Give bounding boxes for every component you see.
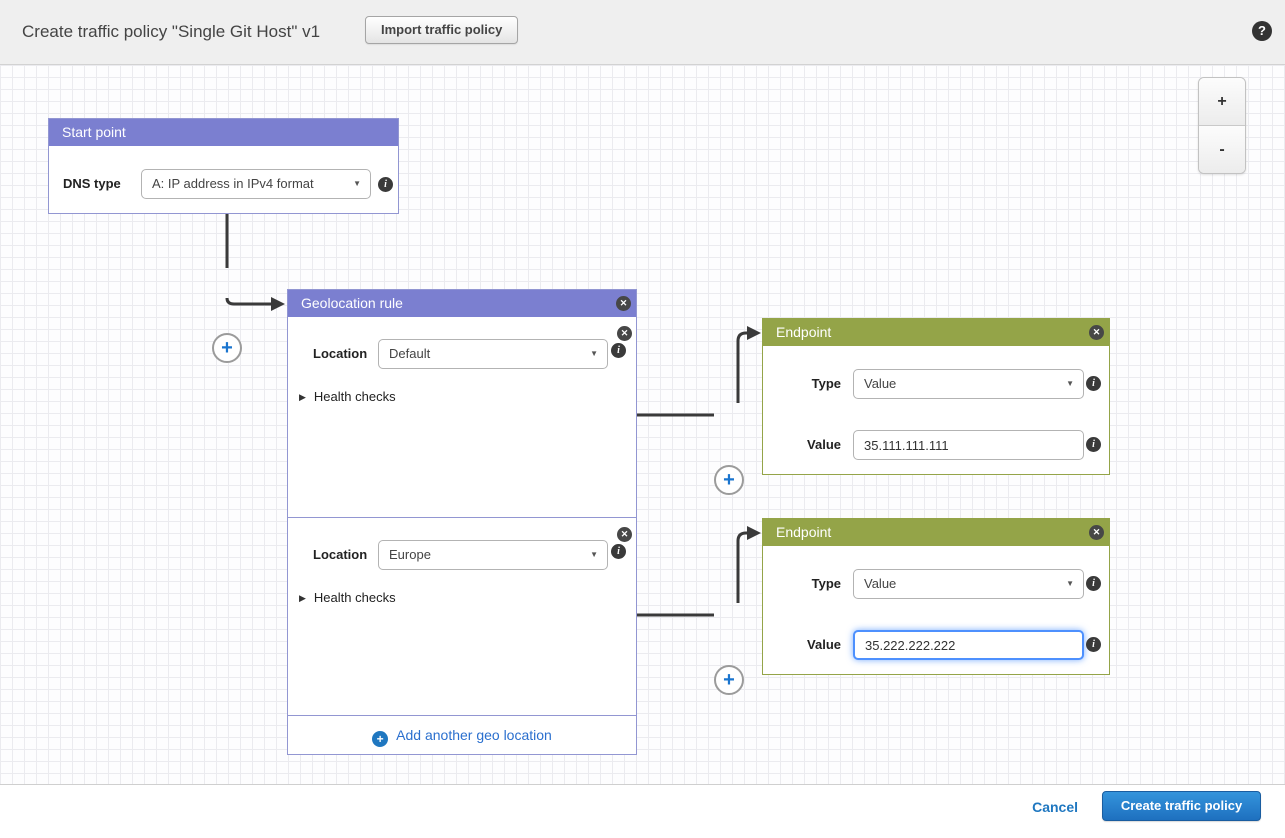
- location-value: Europe: [389, 547, 431, 562]
- value-info-icon[interactable]: i: [1086, 437, 1101, 452]
- top-bar: Create traffic policy "Single Git Host" …: [0, 0, 1285, 65]
- action-bar: Cancel Create traffic policy: [0, 786, 1285, 838]
- dns-type-info-icon[interactable]: i: [378, 177, 393, 192]
- add-rule-connector-button[interactable]: +: [212, 333, 242, 363]
- type-info-icon[interactable]: i: [1086, 576, 1101, 591]
- chevron-down-icon: ▼: [1066, 379, 1074, 388]
- chevron-down-icon: ▼: [353, 179, 361, 188]
- expander-arrow-icon: ▶: [299, 593, 306, 603]
- zoom-in-button[interactable]: +: [1199, 78, 1245, 126]
- import-traffic-policy-button[interactable]: Import traffic policy: [365, 16, 519, 44]
- endpoint-header: Endpoint ✕: [763, 319, 1109, 346]
- chevron-down-icon: ▼: [590, 550, 598, 559]
- location-info-icon[interactable]: i: [611, 343, 626, 358]
- expander-arrow-icon: ▶: [299, 392, 306, 402]
- endpoint-node-1: Endpoint ✕ Type Value ▼ i Value i: [762, 318, 1110, 475]
- endpoint-title: Endpoint: [776, 524, 832, 540]
- dns-type-select[interactable]: A: IP address in IPv4 format ▼: [141, 169, 371, 199]
- value-label: Value: [807, 637, 841, 652]
- health-checks-label: Health checks: [313, 389, 396, 404]
- health-checks-label: Health checks: [313, 590, 396, 605]
- geolocation-rule-node: Geolocation rule ✕ ✕ Location Default ▼ …: [287, 289, 637, 755]
- zoom-out-button[interactable]: -: [1199, 126, 1245, 173]
- location-label: Location: [313, 346, 368, 361]
- location-value: Default: [389, 346, 431, 361]
- add-connection-button-2[interactable]: +: [714, 665, 744, 695]
- endpoint-title: Endpoint: [776, 324, 832, 340]
- geolocation-rule-close-icon[interactable]: ✕: [616, 296, 631, 311]
- add-connection-button-1[interactable]: +: [714, 465, 744, 495]
- canvas-zoom-control: + -: [1198, 77, 1246, 174]
- location-select-default[interactable]: Default ▼: [378, 339, 608, 369]
- chevron-down-icon: ▼: [590, 349, 598, 358]
- endpoint-node-2: Endpoint ✕ Type Value ▼ i Value i: [762, 518, 1110, 675]
- type-label: Type: [811, 576, 841, 591]
- start-point-header: Start point: [49, 119, 398, 146]
- health-checks-expander[interactable]: ▶ Health checks: [299, 590, 396, 605]
- geo-location-row-default: ✕ Location Default ▼ i ▶ Health checks: [288, 317, 636, 517]
- create-traffic-policy-button[interactable]: Create traffic policy: [1102, 791, 1261, 821]
- endpoint-value-input[interactable]: [853, 430, 1084, 460]
- add-geo-location-link[interactable]: + Add another geo location: [372, 727, 552, 747]
- health-checks-expander[interactable]: ▶ Health checks: [299, 389, 396, 404]
- help-icon[interactable]: ?: [1252, 21, 1272, 41]
- dns-type-value: A: IP address in IPv4 format: [152, 176, 314, 191]
- endpoint-type-select[interactable]: Value ▼: [853, 369, 1084, 399]
- endpoint-type-value: Value: [864, 376, 897, 391]
- chevron-down-icon: ▼: [1066, 579, 1074, 588]
- add-geo-location-label: Add another geo location: [396, 727, 552, 743]
- value-label: Value: [807, 437, 841, 452]
- cancel-link[interactable]: Cancel: [1032, 799, 1078, 815]
- endpoint-close-icon[interactable]: ✕: [1089, 325, 1104, 340]
- add-plus-icon: +: [372, 731, 389, 747]
- dns-type-label: DNS type: [63, 176, 121, 191]
- location-label: Location: [313, 547, 368, 562]
- endpoint-type-value: Value: [864, 576, 897, 591]
- value-info-icon[interactable]: i: [1086, 637, 1101, 652]
- geo-row-close-icon[interactable]: ✕: [617, 527, 632, 542]
- location-info-icon[interactable]: i: [611, 544, 626, 559]
- endpoint-type-select[interactable]: Value ▼: [853, 569, 1084, 599]
- geolocation-rule-title: Geolocation rule: [301, 295, 403, 311]
- endpoint-header: Endpoint ✕: [763, 519, 1109, 546]
- geolocation-rule-header: Geolocation rule ✕: [288, 290, 636, 317]
- page-title: Create traffic policy "Single Git Host" …: [22, 22, 321, 41]
- type-label: Type: [811, 376, 841, 391]
- start-point-node: Start point DNS type A: IP address in IP…: [48, 118, 399, 214]
- geo-rule-footer: + Add another geo location: [288, 715, 636, 754]
- geo-row-close-icon[interactable]: ✕: [617, 326, 632, 341]
- endpoint-close-icon[interactable]: ✕: [1089, 525, 1104, 540]
- endpoint-value-input-focused[interactable]: [853, 630, 1084, 660]
- type-info-icon[interactable]: i: [1086, 376, 1101, 391]
- location-select-europe[interactable]: Europe ▼: [378, 540, 608, 570]
- geo-location-row-europe: ✕ Location Europe ▼ i ▶ Health checks: [288, 517, 636, 717]
